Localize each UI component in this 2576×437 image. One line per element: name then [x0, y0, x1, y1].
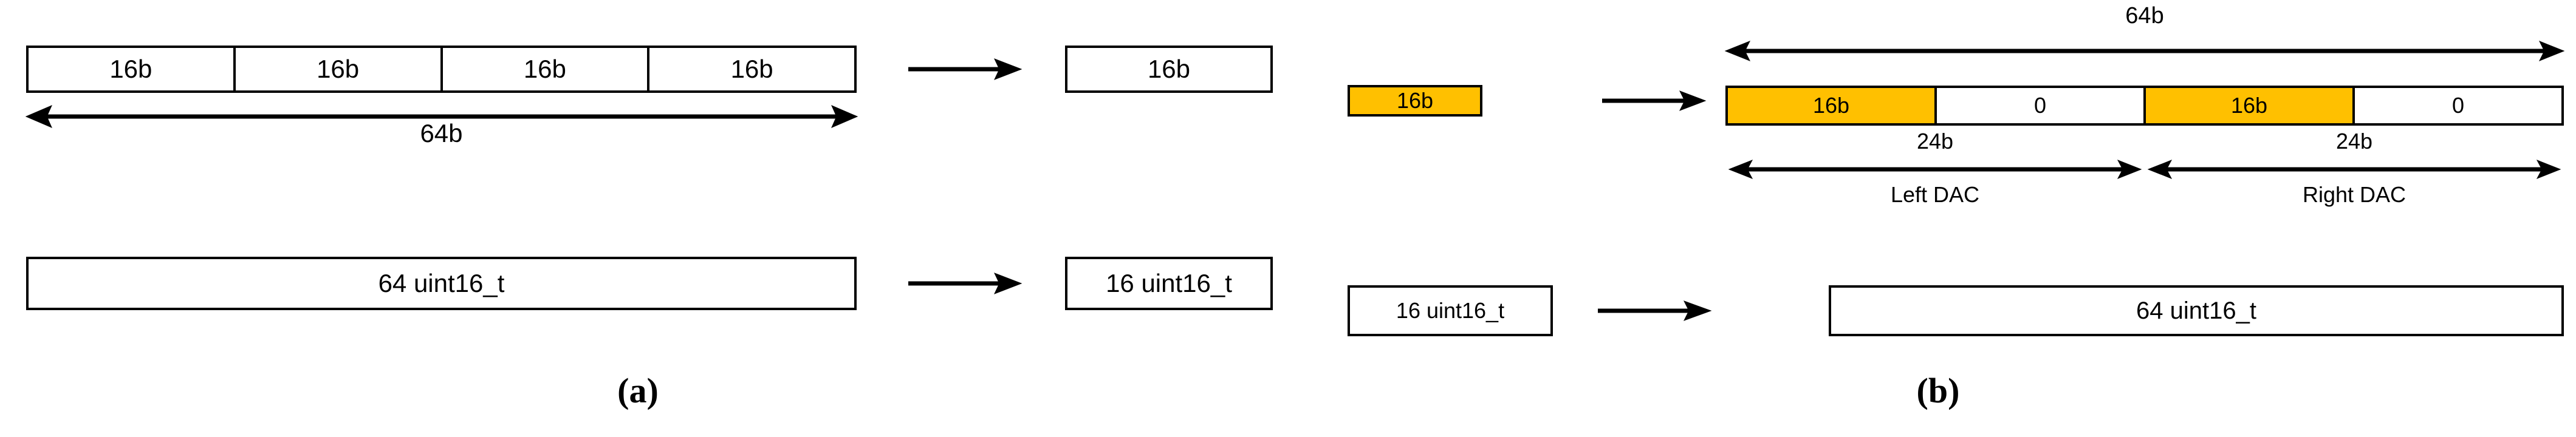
- panel-a-caption: (a): [617, 371, 659, 410]
- panel-b-width-label-64b: 64b: [2125, 3, 2164, 29]
- panel-b-right-dac-width-label: 24b: [2335, 129, 2373, 154]
- panel-b-left-dac-name-label: Left DAC: [1890, 182, 1980, 207]
- panel-b-transform-arrow-top: [1602, 90, 1707, 111]
- panel-a-output-type-box: 16 uint16_t: [1065, 257, 1273, 310]
- panel-b-left-dac-width-arrow: [1728, 160, 2142, 179]
- panel-b-left-dac-width-label: 24b: [1916, 129, 1954, 154]
- panel-b-input-box: 16b: [1348, 85, 1482, 117]
- panel-a-output-box: 16b: [1065, 46, 1273, 93]
- panel-b-right-dac-width-arrow: [2147, 160, 2561, 179]
- panel-b-caption: (b): [1916, 371, 1960, 410]
- panel-b-output-cell: 0: [2355, 88, 2561, 123]
- panel-b-output-cell: 0: [1937, 88, 2146, 123]
- panel-a-input-bar: 16b 16b 16b 16b: [26, 46, 857, 93]
- panel-b-output-cell: 16b: [2146, 88, 2355, 123]
- panel-a-width-arrow-64b: [25, 105, 858, 128]
- panel-a-width-label-64b: 64b: [420, 119, 463, 147]
- panel-b-width-arrow-64b: [1724, 41, 2565, 61]
- panel-a-transform-arrow-bottom: [908, 273, 1023, 294]
- panel-b-output-bar: 16b 0 16b 0: [1725, 86, 2564, 126]
- panel-b-right-dac-name-label: Right DAC: [2302, 182, 2406, 207]
- panel-a-input-cell: 16b: [29, 48, 236, 90]
- panel-a-input-type-box: 64 uint16_t: [26, 257, 857, 310]
- panel-b-output-type-box: 64 uint16_t: [1829, 285, 2564, 336]
- panel-a-input-cell: 16b: [235, 48, 443, 90]
- panel-a-input-cell: 16b: [649, 48, 854, 90]
- panel-a-transform-arrow-top: [908, 58, 1023, 80]
- panel-b-transform-arrow-bottom: [1598, 300, 1712, 321]
- panel-a-input-cell: 16b: [442, 48, 650, 90]
- panel-b-output-cell: 16b: [1728, 88, 1937, 123]
- panel-b-input-type-box: 16 uint16_t: [1348, 285, 1553, 336]
